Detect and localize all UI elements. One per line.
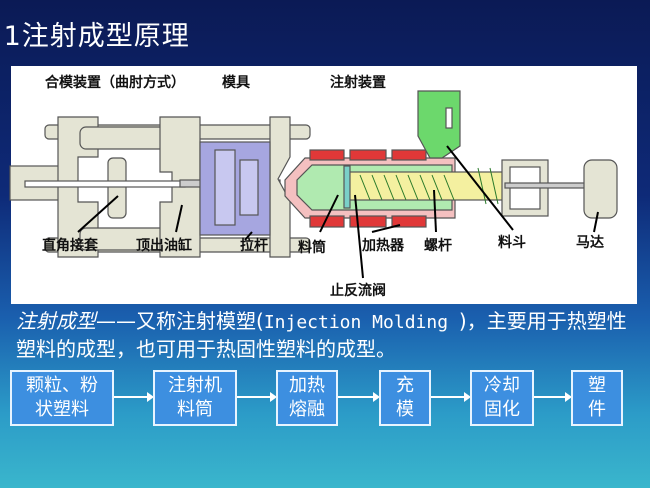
flow-step-line: 模 xyxy=(396,399,414,420)
flow-arrow xyxy=(431,392,471,402)
label-clamping-unit: 合模装置（曲肘方式） xyxy=(45,75,185,91)
label-joint: 直角接套 xyxy=(42,238,98,254)
flow-step-line: 件 xyxy=(588,399,606,420)
flow-step-line: 充 xyxy=(396,375,414,396)
label-hopper: 料斗 xyxy=(498,235,526,251)
desc-text-2: )，主要用于热塑性塑料的成型，也可用于热固性塑料的成型。 xyxy=(16,309,627,361)
flow-step: 充模 xyxy=(379,370,431,426)
flow-step: 注射机料筒 xyxy=(153,370,237,426)
flow-arrow xyxy=(114,392,154,402)
flow-step-line: 熔融 xyxy=(289,399,325,420)
flow-arrow xyxy=(534,392,572,402)
desc-text-1: 又称注射模塑( xyxy=(136,309,264,333)
flow-step-line: 固化 xyxy=(484,399,520,420)
motor xyxy=(583,159,618,219)
flow-arrow xyxy=(338,392,380,402)
fixed-platen xyxy=(269,116,291,258)
heater-3 xyxy=(391,149,427,161)
label-tie-bar: 拉杆 xyxy=(240,238,268,254)
label-mold: 模具 xyxy=(222,75,250,91)
label-heater: 加热器 xyxy=(362,238,404,254)
hopper xyxy=(417,90,461,159)
flow-arrow xyxy=(237,392,277,402)
label-screw: 螺杆 xyxy=(424,238,452,254)
flow-step-line: 加热 xyxy=(289,375,325,396)
label-check-valve: 止反流阀 xyxy=(330,283,386,299)
term: 注射成型 xyxy=(16,309,96,333)
flow-step-line: 冷却 xyxy=(484,375,520,396)
heater-2 xyxy=(349,149,387,161)
flow-step: 冷却固化 xyxy=(470,370,534,426)
screw xyxy=(344,171,506,201)
heater-1 xyxy=(309,149,345,161)
description: 注射成型——又称注射模塑(Injection Molding )，主要用于热塑性… xyxy=(16,308,641,363)
flow-step-line: 状塑料 xyxy=(35,399,89,420)
label-injection-unit: 注射装置 xyxy=(330,75,386,91)
english-term: Injection Molding xyxy=(263,312,459,333)
dash: —— xyxy=(96,309,136,333)
flow-step-line: 塑 xyxy=(588,375,606,396)
flow-step-line: 注射机 xyxy=(168,375,222,396)
flow-step-line: 颗粒、粉 xyxy=(26,375,98,396)
flow-step: 塑件 xyxy=(571,370,623,426)
flow-step-line: 料筒 xyxy=(177,399,213,420)
label-motor: 马达 xyxy=(576,235,604,251)
slide-title: .1注射成型原理 xyxy=(0,21,190,52)
label-ejector: 顶出油缸 xyxy=(136,238,192,254)
label-barrel: 料筒 xyxy=(298,240,326,256)
flow-step: 加热熔融 xyxy=(276,370,338,426)
check-valve xyxy=(343,165,351,209)
flow-step: 颗粒、粉状塑料 xyxy=(10,370,114,426)
